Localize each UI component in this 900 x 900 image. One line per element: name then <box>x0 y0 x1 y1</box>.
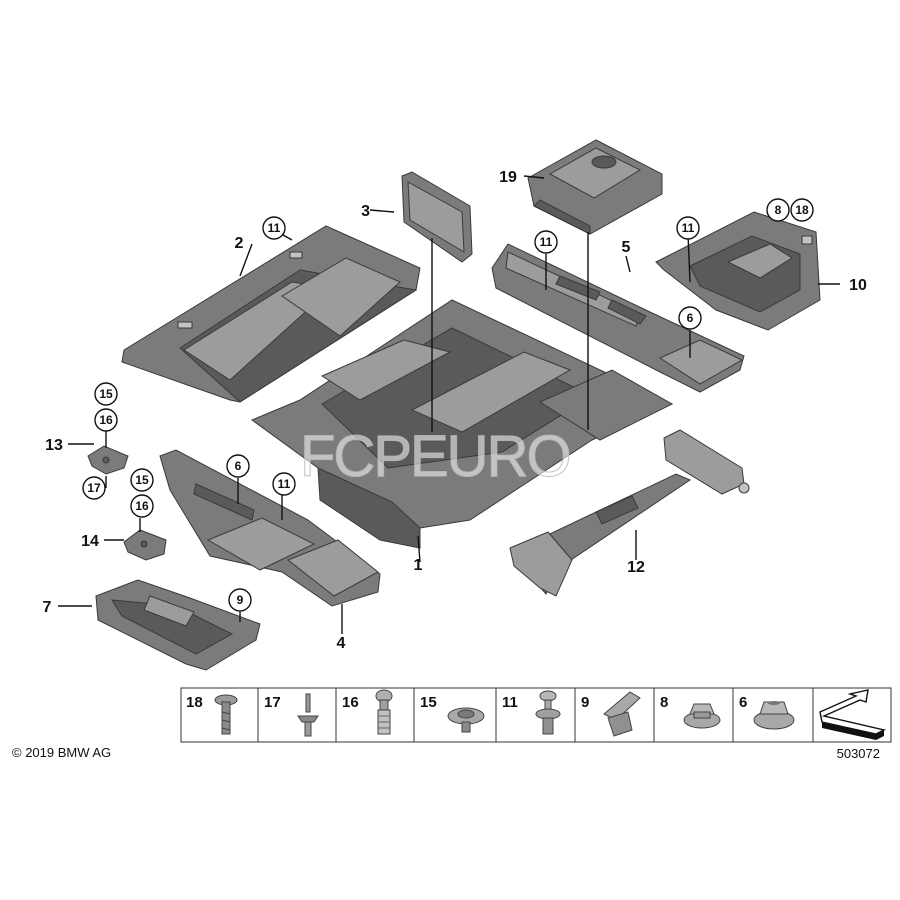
svg-text:11: 11 <box>682 221 695 235</box>
part-4-bracket[interactable] <box>159 449 381 607</box>
svg-text:18: 18 <box>795 203 809 217</box>
watermark-logo: FCPEURO <box>300 424 570 489</box>
legend-item-18: 18 <box>186 694 238 735</box>
legend-item-15: 15 <box>420 694 485 733</box>
circled-6-bracket-5: 6 <box>678 306 702 330</box>
svg-text:6: 6 <box>235 459 242 473</box>
part-14-bracket[interactable] <box>123 529 167 561</box>
legend-item-11: 11 <box>502 690 561 735</box>
circled-16-bracket-13: 16 <box>94 408 118 432</box>
fastener-legend: 18 17 16 <box>180 687 892 743</box>
callout-14: 14 <box>81 533 99 550</box>
callout-1: 1 <box>414 557 423 574</box>
svg-text:9: 9 <box>237 593 244 607</box>
svg-text:16: 16 <box>135 499 149 513</box>
direction-arrow-icon <box>819 689 887 740</box>
collar-nut-icon <box>753 701 795 730</box>
expanding-rivet-icon <box>297 693 319 737</box>
svg-text:16: 16 <box>99 413 113 427</box>
diagram-id: 503072 <box>837 746 880 761</box>
callout-13: 13 <box>45 437 63 454</box>
svg-text:9: 9 <box>581 694 589 711</box>
callout-labels: 1 2 3 4 5 7 10 12 13 14 19 <box>43 169 867 652</box>
circled-9-tray-7: 9 <box>228 588 252 612</box>
legend-item-16: 16 <box>342 689 393 735</box>
callout-3: 3 <box>361 203 370 220</box>
svg-text:15: 15 <box>420 694 437 711</box>
angled-clip-icon <box>603 691 641 737</box>
callout-12: 12 <box>627 559 645 576</box>
callout-2: 2 <box>235 235 244 252</box>
circled-15-bracket-13: 15 <box>94 382 118 406</box>
circled-17-bracket-13: 17 <box>82 476 106 500</box>
circled-18-box: 18 <box>790 198 814 222</box>
callout-10: 10 <box>849 277 867 294</box>
legend-item-8: 8 <box>660 694 721 729</box>
svg-text:6: 6 <box>687 311 694 325</box>
part-1-trunk-tub[interactable] <box>250 299 674 549</box>
svg-text:8: 8 <box>660 694 668 711</box>
callout-4: 4 <box>337 635 346 652</box>
svg-text:11: 11 <box>502 694 518 711</box>
svg-text:15: 15 <box>99 387 113 401</box>
svg-text:18: 18 <box>186 694 203 711</box>
svg-text:8: 8 <box>775 203 782 217</box>
part-7-tray[interactable] <box>95 579 261 671</box>
screw-icon <box>214 694 238 735</box>
part-10-box[interactable] <box>655 211 821 331</box>
svg-text:15: 15 <box>135 473 149 487</box>
svg-text:16: 16 <box>342 694 359 711</box>
circled-callouts: 11 11 8 18 11 6 15 16 <box>82 198 814 612</box>
nut-icon <box>683 703 721 729</box>
part-5-bracket[interactable] <box>491 243 745 393</box>
legend-item-17: 17 <box>264 693 319 737</box>
circled-8-box: 8 <box>766 198 790 222</box>
svg-text:17: 17 <box>87 481 101 495</box>
part-2-floor-panel[interactable] <box>121 225 421 403</box>
part-12-rail[interactable] <box>509 429 750 597</box>
circled-11-bracket-5: 11 <box>534 230 558 254</box>
svg-text:6: 6 <box>739 694 747 711</box>
leader-lines <box>58 175 840 634</box>
copyright-text: © 2019 BMW AG <box>12 745 111 760</box>
part-19-tray[interactable] <box>527 139 663 235</box>
callout-5: 5 <box>622 239 631 256</box>
spreading-rivet-icon <box>375 689 393 735</box>
svg-text:11: 11 <box>540 235 553 249</box>
circled-11-bracket-4: 11 <box>272 472 296 496</box>
callout-7: 7 <box>43 599 52 616</box>
part-13-bracket[interactable] <box>87 445 129 475</box>
svg-text:11: 11 <box>278 477 291 491</box>
circled-16-bracket-14: 16 <box>130 494 154 518</box>
circled-11-box: 11 <box>676 216 700 240</box>
circled-6-bracket-4: 6 <box>226 454 250 478</box>
push-clip-icon <box>535 690 561 735</box>
callout-19: 19 <box>499 169 517 186</box>
washer-clip-icon <box>447 707 485 733</box>
legend-item-9: 9 <box>581 691 641 737</box>
legend-item-6: 6 <box>739 694 795 730</box>
svg-text:17: 17 <box>264 694 281 711</box>
part-3-pad[interactable] <box>401 171 473 263</box>
circled-15-bracket-14: 15 <box>130 468 154 492</box>
svg-text:11: 11 <box>268 221 281 235</box>
circled-11-floor-panel: 11 <box>262 216 286 240</box>
